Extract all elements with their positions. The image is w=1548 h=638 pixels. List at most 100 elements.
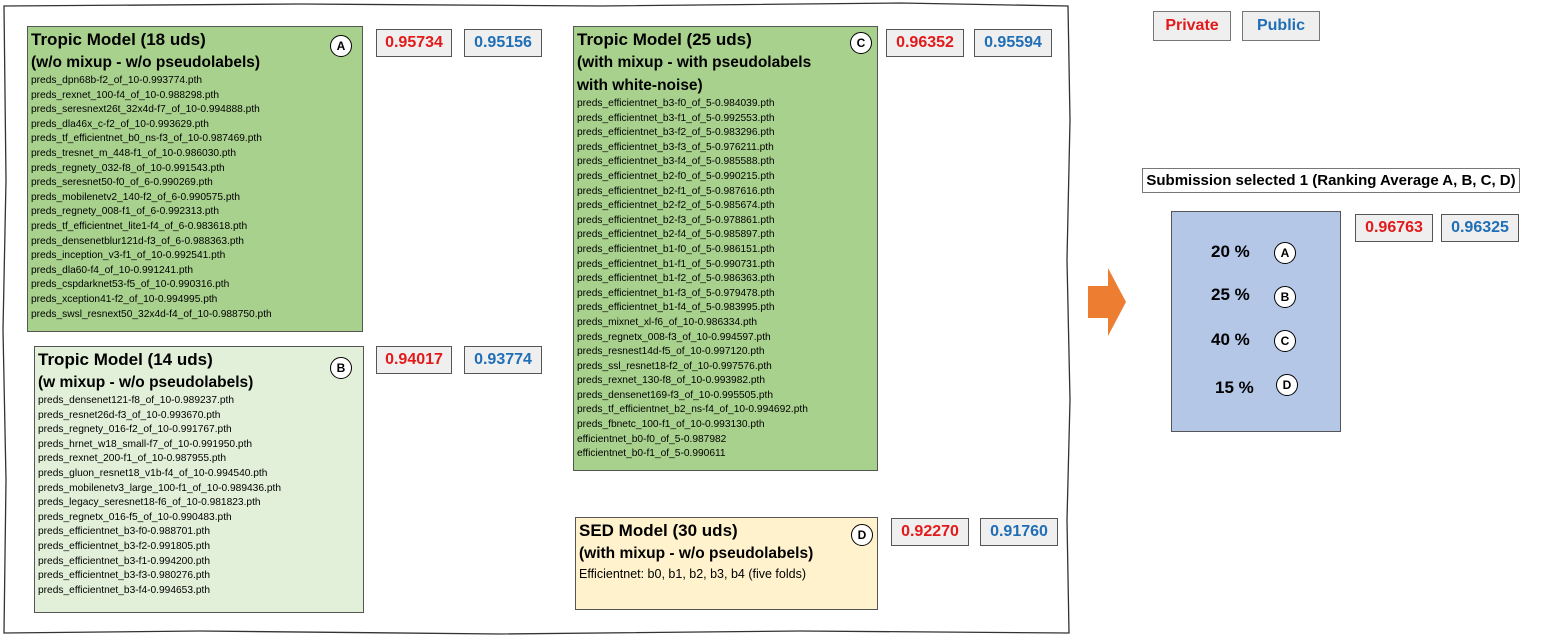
file-list-item: preds_tf_efficientnet_b2_ns-f4_of_10-0.9…	[577, 404, 808, 416]
weight-d-label: D	[1276, 374, 1298, 396]
file-list-item: preds_dla46x_c-f2_of_10-0.993629.pth	[31, 118, 209, 130]
file-list-item: preds_rexnet_100-f4_of_10-0.988298.pth	[31, 89, 220, 101]
model-d-label: D	[851, 524, 873, 546]
file-list-item: preds_densenet121-f8_of_10-0.989237.pth	[38, 395, 234, 406]
file-list-item: preds_hrnet_w18_small-f7_of_10-0.991950.…	[38, 438, 253, 450]
model-c-public-score: 0.95594	[974, 29, 1052, 57]
weight-d-percent: 15 %	[1215, 378, 1254, 397]
file-list-item: preds_efficientnet_b2-f2_of_5-0.985674.p…	[577, 200, 775, 212]
file-list-item: preds_efficientnet_b1-f2_of_5-0.986363.p…	[577, 273, 775, 285]
file-list-item: preds_dla60-f4_of_10-0.991241.pth	[31, 264, 194, 276]
file-list-item: preds_seresnet50-f0_of_6-0.990269.pth	[31, 177, 213, 189]
submission-private-score: 0.96763	[1355, 214, 1433, 242]
file-list-item: preds_efficientnet_b3-f3-0.980276.pth	[38, 570, 210, 582]
model-c-subtitle: (with mixup - with pseudolabels	[577, 54, 812, 71]
model-b-title: Tropic Model (14 uds)	[38, 350, 213, 369]
file-list-item: preds_efficientnet_b1-f0_of_5-0.986151.p…	[577, 243, 775, 255]
model-c-private-score: 0.96352	[886, 29, 964, 57]
weight-a-percent: 20 %	[1211, 242, 1250, 261]
model-a-private-score: 0.95734	[376, 29, 452, 57]
weight-a-label: A	[1274, 242, 1296, 264]
file-list-item: preds_resnet26d-f3_of_10-0.993670.pth	[38, 409, 221, 421]
model-d-public-score: 0.91760	[980, 518, 1058, 546]
file-list-item: preds_swsl_resnext50_32x4d-f4_of_10-0.98…	[31, 308, 272, 320]
file-list-item: preds_mobilenetv3_large_100-f1_of_10-0.9…	[38, 482, 281, 494]
file-list-item: preds_gluon_resnet18_v1b-f4_of_10-0.9945…	[38, 467, 268, 479]
file-list-item: preds_densenetblur121d-f3_of_6-0.988363.…	[31, 235, 244, 247]
model-d-private-score: 0.92270	[891, 518, 969, 546]
model-d-box: SED Model (30 uds) (with mixup - w/o pse…	[575, 517, 878, 610]
weight-b-label: B	[1274, 286, 1296, 308]
model-a-title: Tropic Model (18 uds)	[31, 30, 206, 49]
model-c-subtitle-2: with white-noise)	[577, 77, 703, 94]
model-b-private-score: 0.94017	[376, 346, 452, 374]
legend-public: Public	[1242, 11, 1320, 41]
file-list-item: efficientnet_b0-f0_of_5-0.987982	[577, 433, 727, 445]
file-list-item: preds_cspdarknet53-f5_of_10-0.990316.pth	[31, 279, 230, 291]
file-list-item: preds_efficientnet_b1-f4_of_5-0.983995.p…	[577, 302, 775, 314]
model-a-box: Tropic Model (18 uds) (w/o mixup - w/o p…	[27, 26, 363, 332]
file-list-item: efficientnet_b0-f1_of_5-0.990611	[577, 448, 726, 460]
file-list-item: preds_efficientnet_b3-f2_of_5-0.983296.p…	[577, 127, 775, 139]
file-list-item: preds_resnest14d-f5_of_10-0.997120.pth	[577, 346, 765, 358]
file-list-item: preds_efficientnet_b3-f3_of_5-0.976211.p…	[577, 141, 774, 153]
file-list-item: preds_inception_v3-f1_of_10-0.992541.pth	[31, 250, 226, 262]
weight-c-label: C	[1274, 330, 1296, 352]
file-list-item: preds_ssl_resnet18-f2_of_10-0.997576.pth	[577, 360, 772, 372]
file-list-item: preds_xception41-f2_of_10-0.994995.pth	[31, 293, 218, 305]
file-list-item: preds_rexnet_200-f1_of_10-0.987955.pth	[38, 453, 227, 465]
file-list-item: preds_regnety_032-f8_of_10-0.991543.pth	[31, 162, 225, 174]
file-list-item: preds_efficientnet_b3-f0-0.988701.pth	[38, 526, 210, 538]
submission-public-score: 0.96325	[1441, 214, 1519, 242]
file-list-item: preds_mobilenetv2_140-f2_of_6-0.990575.p…	[31, 191, 241, 203]
model-b-public-score: 0.93774	[464, 346, 542, 374]
file-list-item: preds_legacy_seresnet18-f6_of_10-0.98182…	[38, 497, 261, 509]
file-list-item: preds_regnetx_008-f3_of_10-0.994597.pth	[577, 331, 771, 343]
file-list-item: preds_tf_efficientnet_lite1-f4_of_6-0.98…	[31, 220, 248, 232]
arrow-right-icon	[1088, 268, 1126, 336]
submission-title: Submission selected 1 (Ranking Average A…	[1142, 168, 1520, 193]
model-b-subtitle: (w mixup - w/o pseudolabels)	[38, 374, 254, 391]
file-list-item: preds_tf_efficientnet_b0_ns-f3_of_10-0.9…	[31, 133, 262, 145]
model-c-title: Tropic Model (25 uds)	[577, 30, 752, 49]
file-list-item: preds_seresnext26t_32x4d-f7_of_10-0.9948…	[31, 104, 260, 116]
file-list-item: preds_efficientnet_b3-f1_of_5-0.992553.p…	[577, 112, 775, 124]
file-list-item: preds_efficientnet_b2-f1_of_5-0.987616.p…	[577, 185, 775, 197]
weight-c-percent: 40 %	[1211, 330, 1250, 349]
model-d-subtitle: (with mixup - w/o pseudolabels)	[579, 545, 814, 562]
model-a-file-list: preds_dpn68b-f2_of_10-0.993774.pth preds_…	[31, 74, 362, 322]
file-list-item: preds_rexnet_130-f8_of_10-0.993982.pth	[577, 375, 766, 387]
model-d-description: Efficientnet: b0, b1, b2, b3, b4 (five f…	[579, 567, 806, 581]
file-list-item: preds_efficientnet_b2-f0_of_5-0.990215.p…	[577, 170, 775, 182]
file-list-item: preds_efficientnet_b3-f4-0.994653.pth	[38, 584, 210, 596]
model-d-title: SED Model (30 uds)	[579, 521, 738, 540]
model-b-label: B	[330, 357, 352, 379]
file-list-item: preds_efficientnet_b3-f1-0.994200.pth	[38, 555, 210, 567]
file-list-item: preds_mixnet_xl-f6_of_10-0.986334.pth	[577, 316, 758, 328]
file-list-item: preds_efficientnet_b3-f0_of_5-0.984039.p…	[577, 98, 775, 109]
legend-private: Private	[1153, 11, 1231, 41]
model-a-subtitle: (w/o mixup - w/o pseudolabels)	[31, 54, 261, 71]
model-c-label: C	[850, 32, 872, 54]
model-c-box: Tropic Model (25 uds) (with mixup - with…	[573, 26, 878, 471]
file-list-item: preds_regnety_016-f2_of_10-0.991767.pth	[38, 424, 232, 436]
file-list-item: preds_regnetx_016-f5_of_10-0.990483.pth	[38, 511, 232, 523]
file-list-item: preds_tresnet_m_448-f1_of_10-0.986030.pt…	[31, 147, 237, 159]
model-c-file-list: preds_efficientnet_b3-f0_of_5-0.984039.p…	[577, 97, 877, 462]
file-list-item: preds_efficientnet_b1-f1_of_5-0.990731.p…	[577, 258, 775, 270]
file-list-item: preds_efficientnet_b2-f3_of_5-0.978861.p…	[577, 214, 775, 226]
weight-b-percent: 25 %	[1211, 285, 1250, 304]
model-b-box: Tropic Model (14 uds) (w mixup - w/o pse…	[34, 346, 364, 613]
model-a-public-score: 0.95156	[464, 29, 542, 57]
file-list-item: preds_efficientnet_b1-f3_of_5-0.979478.p…	[577, 287, 775, 299]
file-list-item: preds_dpn68b-f2_of_10-0.993774.pth	[31, 75, 203, 86]
file-list-item: preds_efficientnet_b3-f4_of_5-0.985588.p…	[577, 156, 775, 168]
file-list-item: preds_fbnetc_100-f1_of_10-0.993130.pth	[577, 419, 765, 431]
submission-weights-box: 20 % A 25 % B 40 % C 15 % D	[1171, 211, 1341, 432]
file-list-item: preds_densenet169-f3_of_10-0.995505.pth	[577, 389, 773, 401]
model-a-label: A	[330, 35, 352, 57]
file-list-item: preds_efficientnet_b2-f4_of_5-0.985897.p…	[577, 229, 775, 241]
file-list-item: preds_efficientnet_b3-f2-0.991805.pth	[38, 540, 210, 552]
